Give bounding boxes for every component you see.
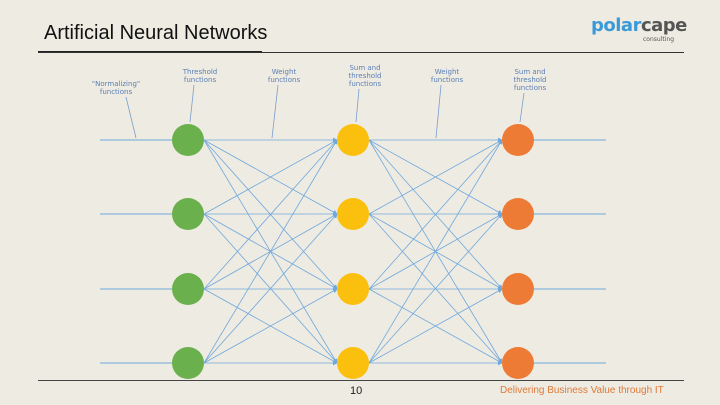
- annotation-pointer: [355, 88, 360, 123]
- weight-connection: [203, 288, 338, 364]
- weight-connection: [203, 139, 338, 290]
- output-neuron: [502, 198, 534, 230]
- weight-connection: [368, 139, 503, 215]
- weight-connection: [368, 139, 503, 364]
- annotation-pointer: [271, 84, 279, 139]
- weight-connection: [368, 213, 503, 364]
- page-number: 10: [350, 385, 363, 397]
- hidden-neuron: [337, 273, 369, 305]
- connections: [100, 137, 606, 366]
- polarcape-logo: polarcape consulting: [591, 15, 687, 44]
- weight-connection: [368, 288, 503, 364]
- annotation-pointer: [125, 96, 137, 139]
- label-arrows: [125, 84, 525, 139]
- annotation-pointer: [519, 92, 525, 123]
- hidden-neuron: [337, 347, 369, 379]
- weight-connection: [203, 139, 338, 215]
- output-neuron: [502, 124, 534, 156]
- annotation-label: "Normalizing"functions: [92, 80, 140, 96]
- header-divider: [38, 52, 684, 53]
- footer-divider: [38, 380, 684, 381]
- input-neuron: [172, 347, 204, 379]
- input-neuron: [172, 273, 204, 305]
- footer-tagline: Delivering Business Value through IT: [500, 385, 664, 396]
- output-neuron: [502, 273, 534, 305]
- weight-connection: [368, 139, 503, 290]
- annotation-pointer: [189, 84, 195, 123]
- annotation-pointer: [435, 84, 442, 139]
- slide-title: Artificial Neural Networks: [44, 22, 268, 44]
- output-neuron: [502, 347, 534, 379]
- input-neuron: [172, 198, 204, 230]
- hidden-neuron: [337, 198, 369, 230]
- neurons: [172, 124, 534, 379]
- hidden-neuron: [337, 124, 369, 156]
- weight-connection: [203, 139, 338, 364]
- weight-connection: [203, 213, 338, 364]
- input-neuron: [172, 124, 204, 156]
